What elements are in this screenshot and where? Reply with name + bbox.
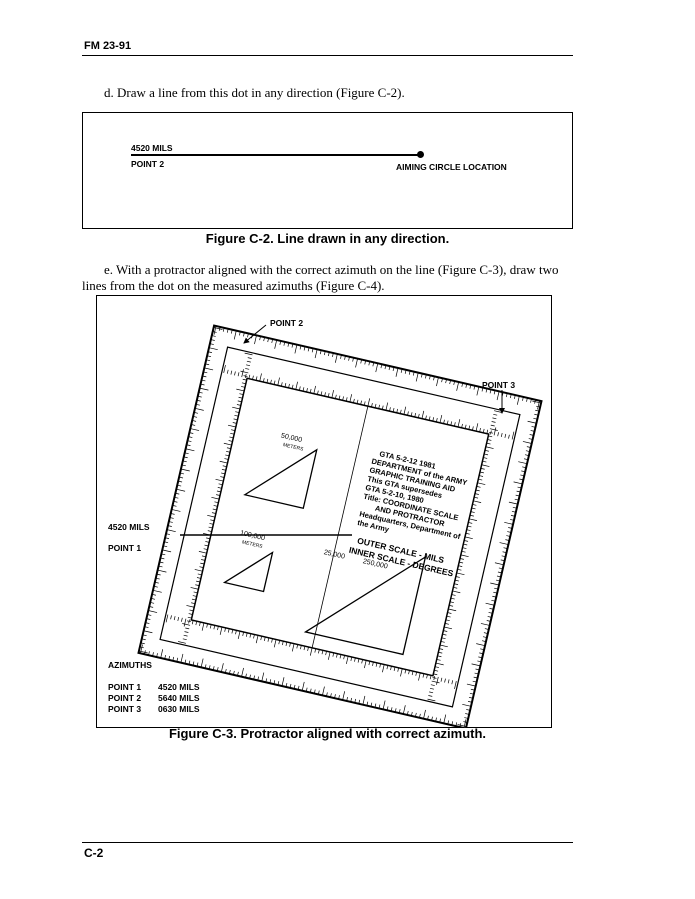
figure-c2-line	[131, 154, 421, 156]
paragraph-d: d. Draw a line from this dot in any dire…	[104, 85, 405, 100]
azimuth-row-point: POINT 2	[108, 693, 142, 703]
azimuth-row-value: 4520 MILS	[158, 682, 200, 692]
paragraph-e-line-2: lines from the dot on the measured azimu…	[82, 278, 385, 293]
svg-text:50,000: 50,000	[280, 432, 303, 444]
point-2-label: POINT 2	[270, 318, 304, 328]
azimuth-row-value: 5640 MILS	[158, 693, 200, 703]
azimuth-row-point: POINT 3	[108, 704, 142, 714]
running-header: FM 23-91	[84, 40, 132, 52]
azimuth-row-value: 0630 MILS	[158, 704, 200, 714]
aiming-circle-dot	[417, 151, 424, 158]
azimuth-row-point: POINT 1	[108, 682, 142, 692]
figure-c2-caption: Figure C-2. Line drawn in any direction.	[205, 231, 450, 246]
protractor-illustration: GTA 5-2-12 1981 DEPARTMENT of the ARMY G…	[137, 324, 543, 728]
figure-c2-location-label: AIMING CIRCLE LOCATION	[396, 162, 507, 172]
page-number: C-2	[84, 846, 104, 860]
figure-c2-frame: 4520 MILS POINT 2 AIMING CIRCLE LOCATION	[82, 112, 573, 229]
svg-text:25,000: 25,000	[323, 549, 346, 561]
triangle-100000	[222, 551, 274, 593]
svg-text:METERS: METERS	[282, 442, 304, 453]
point-2-leader	[243, 324, 267, 344]
triangle-250000	[303, 555, 427, 656]
figure-c2-mils-label: 4520 MILS	[131, 143, 173, 153]
figure-c3-caption: Figure C-3. Protractor aligned with corr…	[168, 726, 487, 741]
figure-c3-frame	[96, 295, 552, 728]
figure-c2-point-label: POINT 2	[131, 159, 165, 169]
header-rule	[82, 55, 573, 56]
azimuths-title: AZIMUTHS	[108, 660, 152, 670]
point-3-label: POINT 3	[482, 380, 516, 390]
figure-c3-mils-label: 4520 MILS	[108, 522, 150, 532]
triangle-50000	[243, 448, 318, 510]
paragraph-e-line-1: e. With a protractor aligned with the co…	[104, 262, 559, 277]
svg-text:METERS: METERS	[241, 539, 263, 550]
protractor-inner-edge	[159, 346, 521, 708]
footer-rule	[82, 842, 573, 843]
point-1-label: POINT 1	[108, 543, 142, 553]
